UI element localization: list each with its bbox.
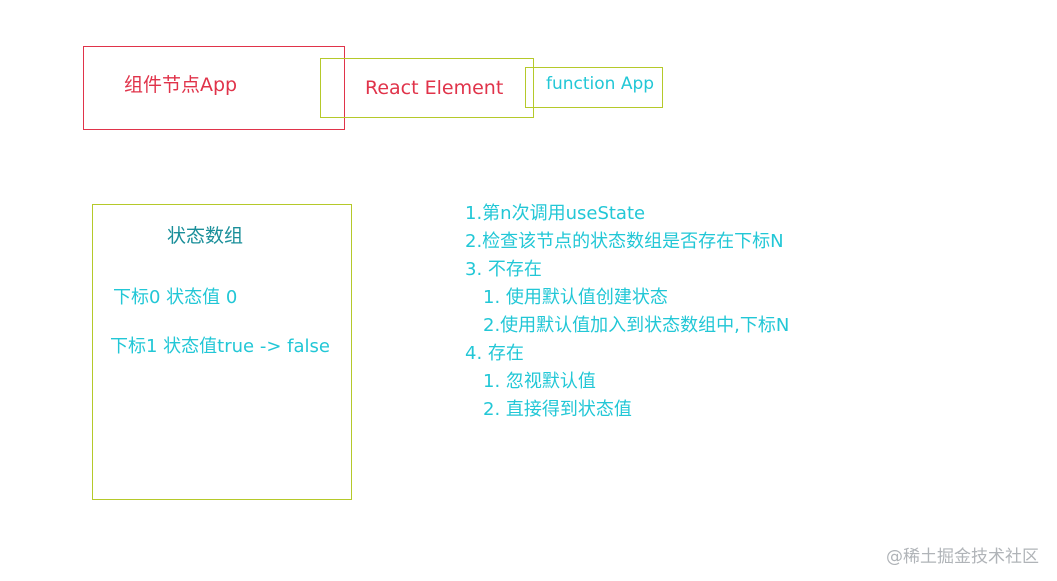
component-node-box (83, 46, 345, 130)
state-row-index-1: 下标1 状态值true -> false (110, 336, 330, 357)
substep-get-state-value: 2. 直接得到状态值 (483, 399, 632, 420)
react-element-label: React Element (365, 77, 504, 99)
function-app-box (525, 67, 663, 108)
state-array-box (92, 204, 352, 500)
component-node-label: 组件节点App (124, 74, 238, 96)
substep-ignore-default: 1. 忽视默认值 (483, 371, 596, 392)
substep-create-with-default: 1. 使用默认值创建状态 (483, 287, 668, 308)
step-exists: 4. 存在 (465, 343, 524, 364)
step-check-index: 2.检查该节点的状态数组是否存在下标N (465, 231, 784, 252)
usestate-steps-list: 1.第n次调用useState 2.检查该节点的状态数组是否存在下标N 3. 不… (465, 203, 789, 427)
state-array-title: 状态数组 (167, 225, 244, 247)
step-call-usestate: 1.第n次调用useState (465, 203, 646, 224)
state-row-index-0: 下标0 状态值 0 (113, 287, 238, 308)
substep-add-to-array: 2.使用默认值加入到状态数组中,下标N (483, 315, 790, 336)
step-not-exist: 3. 不存在 (465, 259, 542, 280)
watermark-text: @稀土掘金技术社区 (886, 547, 1039, 567)
react-element-box (320, 58, 534, 118)
function-app-label: function App (546, 74, 655, 94)
